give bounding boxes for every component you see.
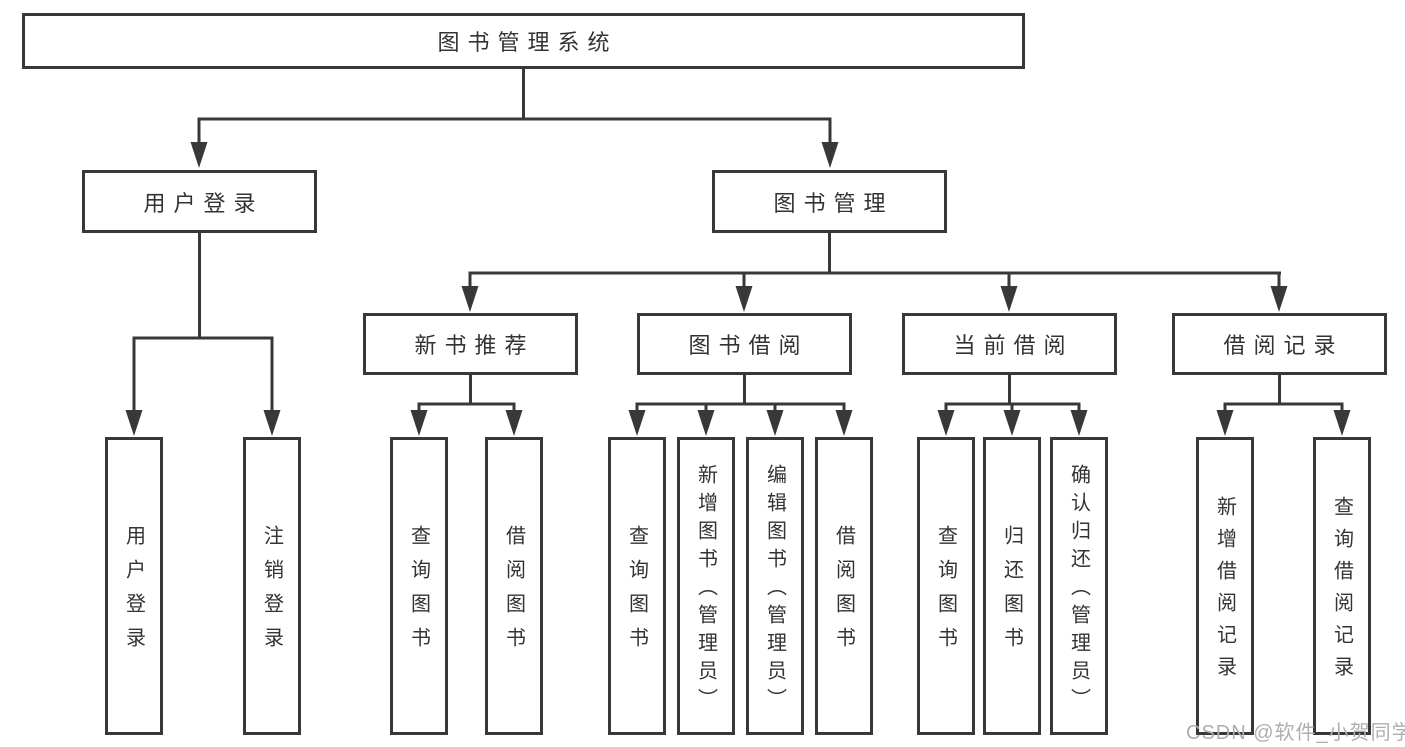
leaf-user-login: 用户登录 (105, 437, 163, 735)
node-book-management-label: 图书管理 (773, 190, 894, 216)
leaf-current-return-books: 归还图书 (983, 437, 1041, 735)
leaf-records-query-record: 查询借阅记录 (1313, 437, 1371, 735)
node-root-label: 图书管理系统 (437, 30, 618, 55)
node-new-book-recommend-label: 新书推荐 (414, 333, 535, 358)
leaf-logout: 注销登录 (243, 437, 301, 735)
leaf-borrowing-edit-books-admin: 编辑图书（管理员） (746, 437, 804, 735)
node-borrowing-records-label: 借阅记录 (1223, 333, 1344, 358)
leaf-borrowing-borrow-books: 借阅图书 (815, 437, 873, 735)
node-new-book-recommend: 新书推荐 (363, 313, 578, 375)
node-borrowing-records: 借阅记录 (1172, 313, 1387, 375)
leaf-current-confirm-return-admin: 确认归还（管理员） (1050, 437, 1108, 735)
leaf-recommend-query-books: 查询图书 (390, 437, 448, 735)
arrowheads (125, 142, 1351, 436)
node-root: 图书管理系统 (22, 13, 1025, 69)
node-current-borrowing-label: 当前借阅 (953, 333, 1074, 358)
node-current-borrowing: 当前借阅 (902, 313, 1117, 375)
node-book-borrowing-label: 图书借阅 (688, 333, 809, 358)
csdn-watermark: CSDN @软件_小贺同学 (1186, 722, 1405, 744)
leaf-current-query-books: 查询图书 (917, 437, 975, 735)
node-user-login-label: 用户登录 (143, 190, 264, 216)
node-user-login: 用户登录 (82, 170, 317, 233)
leaf-recommend-borrow-books: 借阅图书 (485, 437, 543, 735)
leaf-records-add-record: 新增借阅记录 (1196, 437, 1254, 735)
node-book-borrowing: 图书借阅 (637, 313, 852, 375)
leaf-borrowing-add-books-admin: 新增图书（管理员） (677, 437, 735, 735)
node-book-management: 图书管理 (712, 170, 947, 233)
leaf-borrowing-query-books: 查询图书 (608, 437, 666, 735)
